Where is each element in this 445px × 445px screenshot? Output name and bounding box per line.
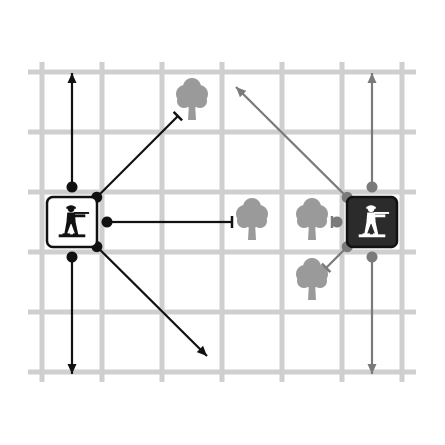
sight-arrowhead <box>196 345 207 356</box>
sight-arrowhead <box>367 73 377 83</box>
player-soldier-token[interactable] <box>45 195 99 249</box>
enemy-soldier-token[interactable] <box>345 195 399 249</box>
sight-ray <box>235 86 348 199</box>
line-of-sight-clear <box>366 251 378 374</box>
line-of-sight-blocked <box>330 216 343 228</box>
sight-ray <box>96 245 208 357</box>
line-of-sight-clear <box>366 73 378 193</box>
sight-ray <box>325 245 349 269</box>
sight-arrowhead <box>67 73 77 83</box>
unit-layer <box>45 195 399 249</box>
sight-arrowhead <box>236 87 247 98</box>
sight-arrowhead <box>367 364 377 374</box>
sight-arrowhead <box>67 364 77 374</box>
line-of-sight-blocked <box>101 216 234 228</box>
line-of-sight-clear <box>66 73 78 193</box>
line-of-sight-clear <box>66 251 78 374</box>
sight-ray <box>95 115 179 199</box>
sight-blocked-marker <box>321 262 332 273</box>
sight-blocked-marker <box>172 111 183 122</box>
